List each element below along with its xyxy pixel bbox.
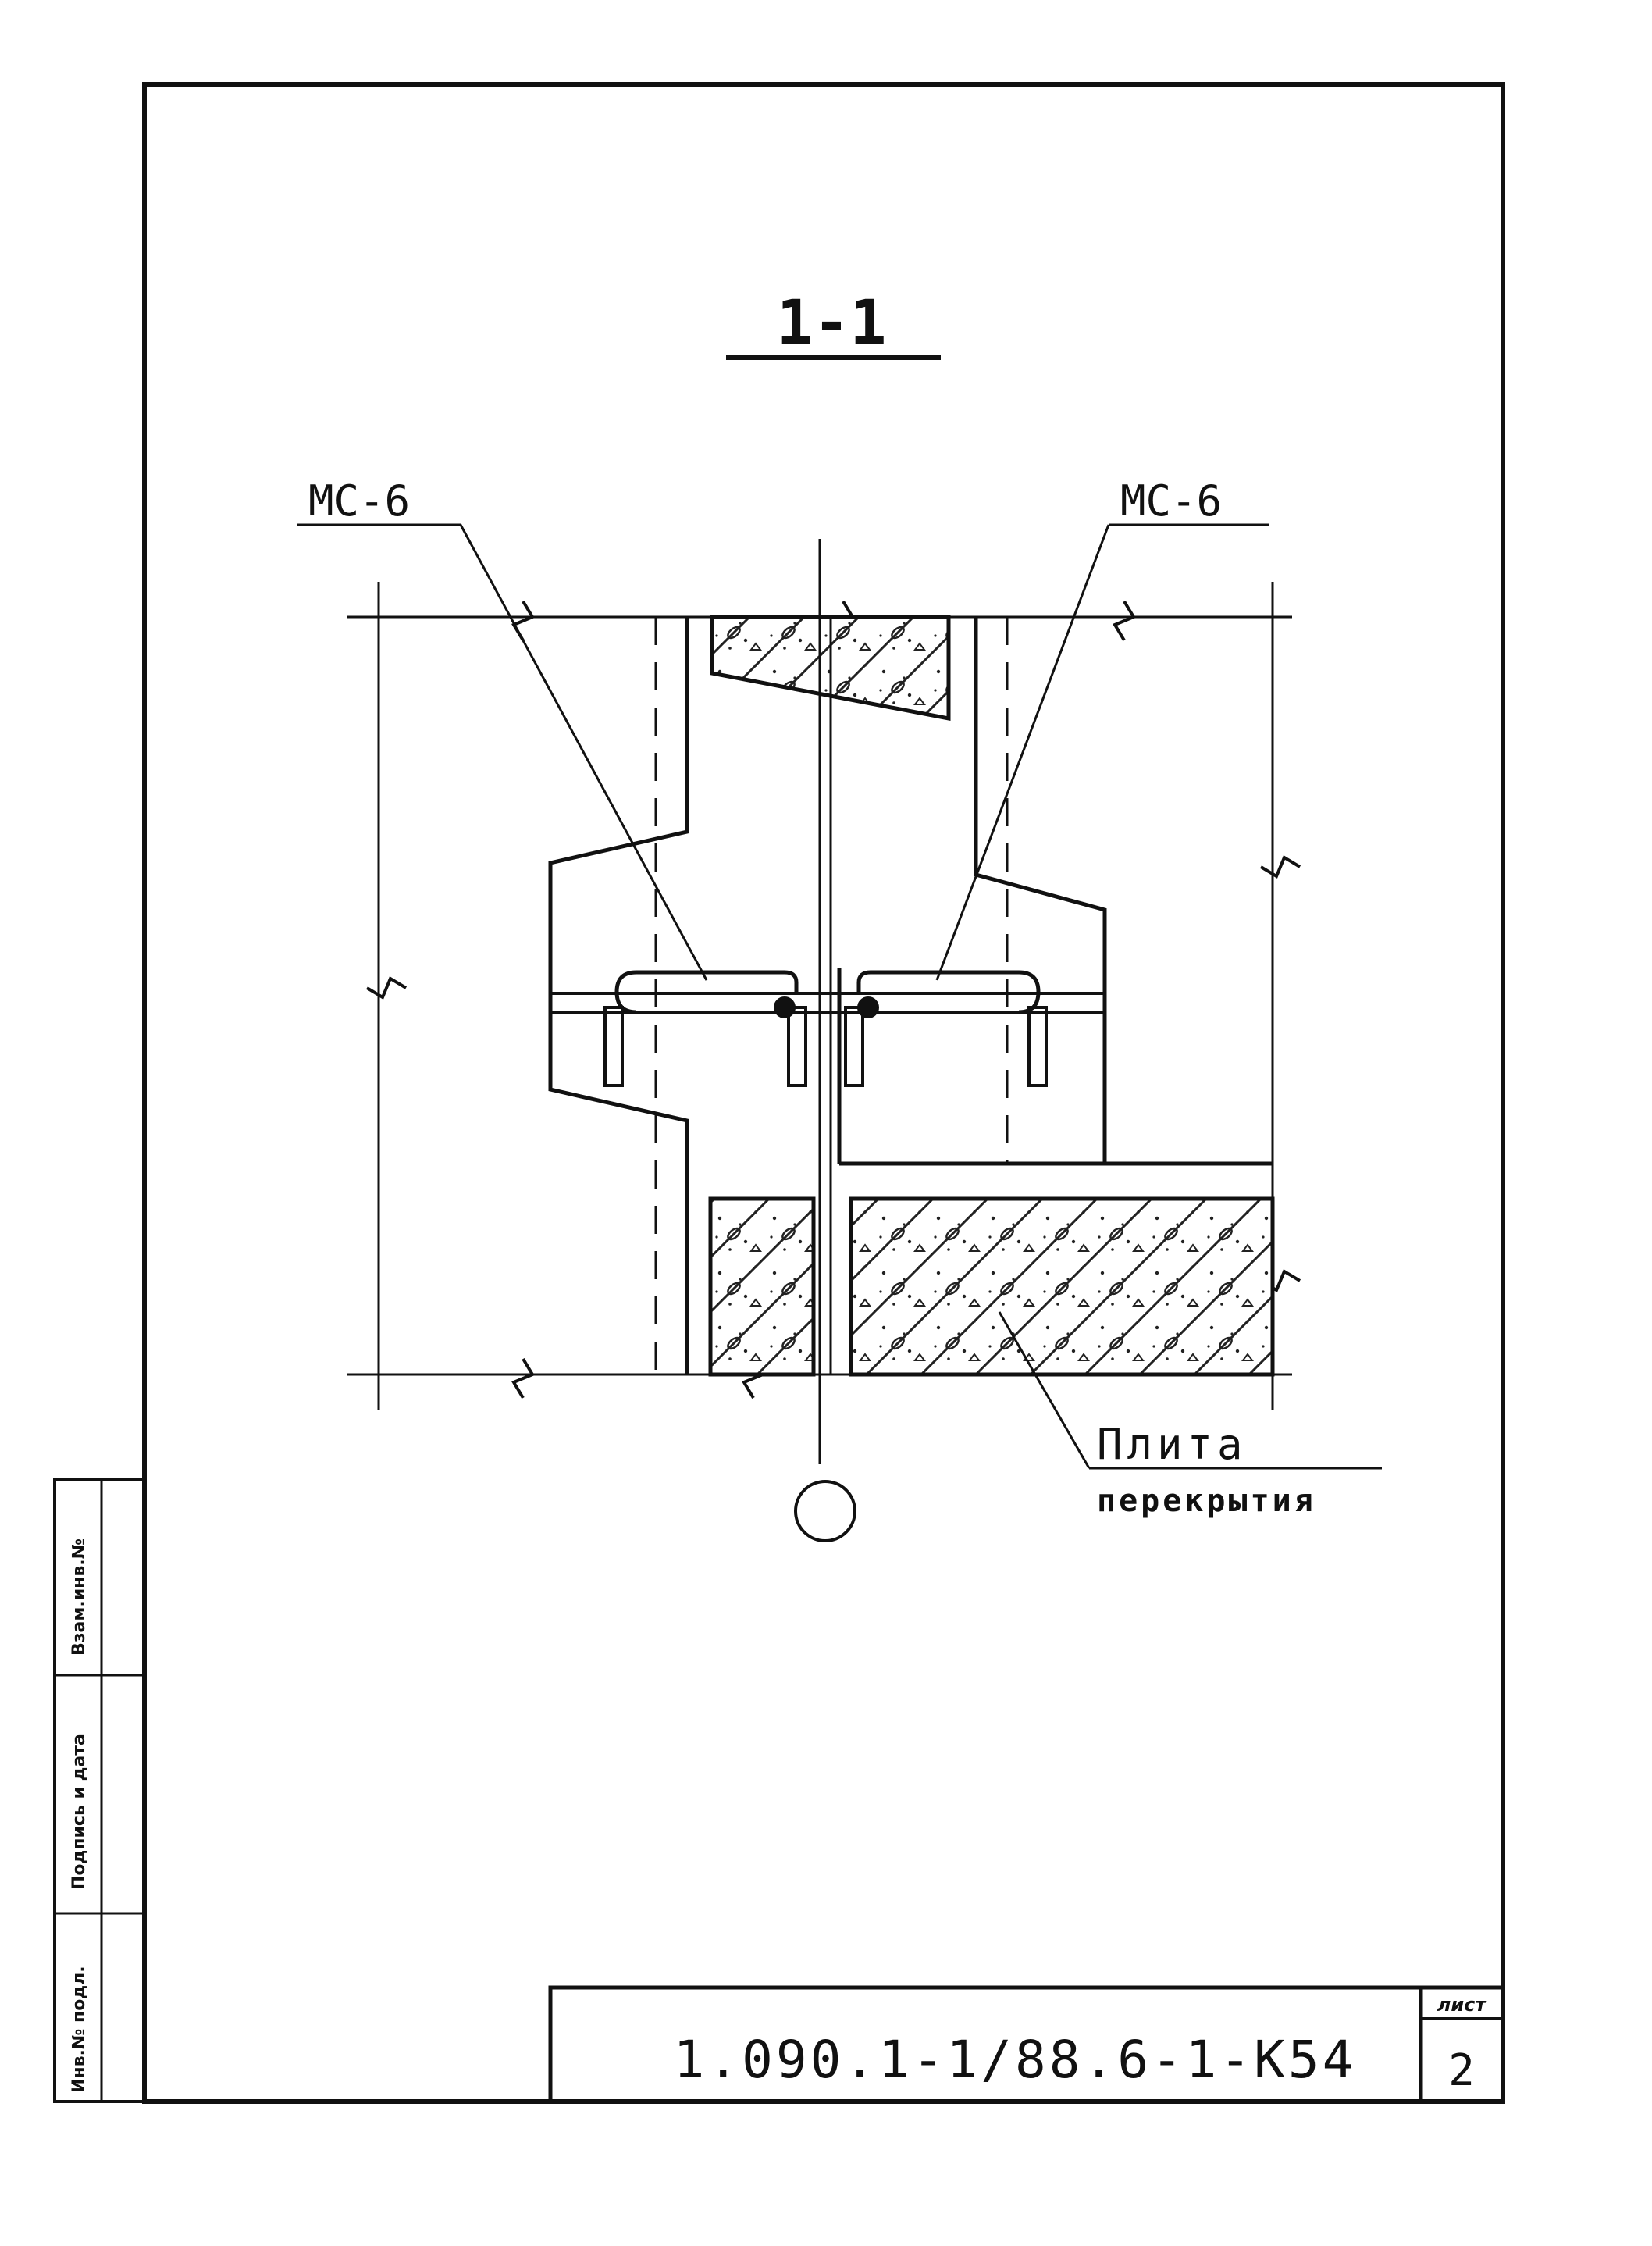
side-stamp: Инв.№ подл. Подпись и дата Взам.инв.№ <box>69 1538 89 2093</box>
callout-left-label: МС-6 <box>308 476 410 526</box>
section-title-text: 1-1 <box>777 288 887 358</box>
sheet-frame <box>53 82 1505 2104</box>
sheet-number: 2 <box>1448 2045 1475 2096</box>
axis-marker <box>794 1480 856 1542</box>
stamp-field-inv: Инв.№ подл. <box>69 1966 89 2093</box>
joint-axis <box>794 539 856 1542</box>
document-code: 1.090.1-1/88.6-1-К54 <box>674 2030 1357 2090</box>
callout-right: МС-6 <box>935 476 1269 981</box>
stamp-field-signature: Подпись и дата <box>69 1734 89 1890</box>
slab-label-line2: перекрытия <box>1097 1483 1316 1519</box>
slab-label-line1: Плита <box>1097 1420 1248 1469</box>
callout-right-label: МС-6 <box>1120 476 1222 526</box>
slab-bottom <box>708 1161 1275 1377</box>
stamp-field-replaced: Взам.инв.№ <box>69 1538 89 1656</box>
title-block: лист 2 1.090.1-1/88.6-1-К54 <box>548 1985 1505 2104</box>
callout-left: МС-6 <box>297 476 708 981</box>
sheet-label: лист <box>1437 1994 1488 2016</box>
wall-panel-right <box>837 617 1107 1164</box>
wall-panel-left <box>548 617 689 1374</box>
section-title: 1-1 <box>726 288 941 360</box>
connection-rebar <box>550 970 1105 1087</box>
callout-slab: Плита перекрытия <box>998 1311 1382 1519</box>
